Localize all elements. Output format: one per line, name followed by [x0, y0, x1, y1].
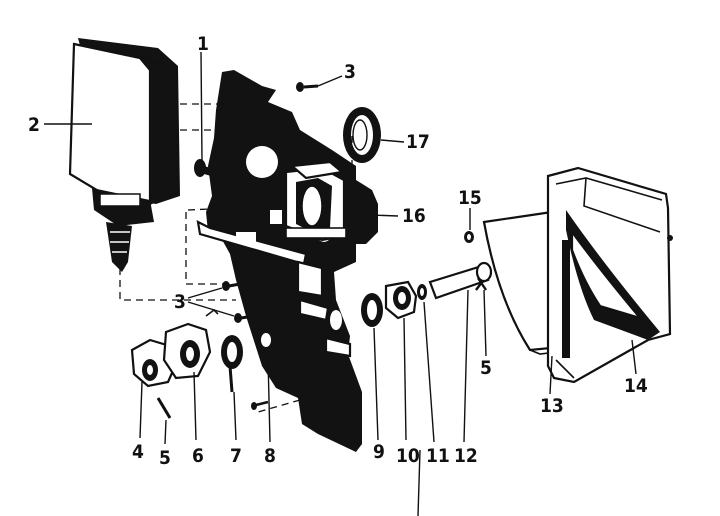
label-part-11: 11 — [426, 445, 450, 467]
label-part-4: 4 — [132, 441, 144, 463]
label-part-12: 12 — [454, 445, 478, 467]
pin-part-5-right — [475, 277, 487, 291]
label-part-13: 13 — [540, 395, 564, 417]
screw-part-1 — [194, 159, 218, 178]
leader-lines — [44, 51, 637, 516]
label-part-5-right: 5 — [480, 357, 492, 379]
washer-part-7 — [221, 335, 243, 393]
label-part-15: 15 — [458, 187, 482, 209]
label-part-5-left: 5 — [159, 447, 171, 469]
screw-part-3-top — [296, 82, 319, 92]
label-part-3-lower: 3 — [174, 291, 186, 313]
washer-part-11 — [417, 284, 427, 300]
bushing-part-8 — [251, 325, 277, 410]
label-part-2: 2 — [28, 114, 40, 136]
label-part-1: 1 — [197, 33, 209, 55]
shaft-part-12 — [428, 261, 493, 300]
ring-part-17 — [343, 107, 381, 163]
label-part-9: 9 — [373, 441, 385, 463]
label-part-14: 14 — [624, 375, 648, 397]
label-part-17: 17 — [406, 131, 430, 153]
bearing-part-10 — [384, 280, 418, 320]
label-part-16: 16 — [402, 205, 426, 227]
label-part-10: 10 — [396, 445, 420, 467]
solenoid-part — [284, 160, 347, 242]
lever-part-6 — [162, 308, 219, 380]
label-part-7: 7 — [230, 445, 242, 467]
assembly-lines — [119, 103, 353, 413]
nut-part-15 — [464, 231, 474, 243]
part-labels: 1 2 3 3 4 5 6 7 8 9 10 11 12 13 14 15 16… — [28, 33, 648, 469]
label-part-3-top: 3 — [344, 61, 356, 83]
label-part-6: 6 — [192, 445, 204, 467]
ring-part-9 — [361, 293, 383, 327]
label-part-8: 8 — [264, 445, 276, 467]
housing-part-14 — [546, 166, 673, 384]
motor-part — [68, 38, 180, 272]
pin-part-5-left — [156, 397, 172, 419]
